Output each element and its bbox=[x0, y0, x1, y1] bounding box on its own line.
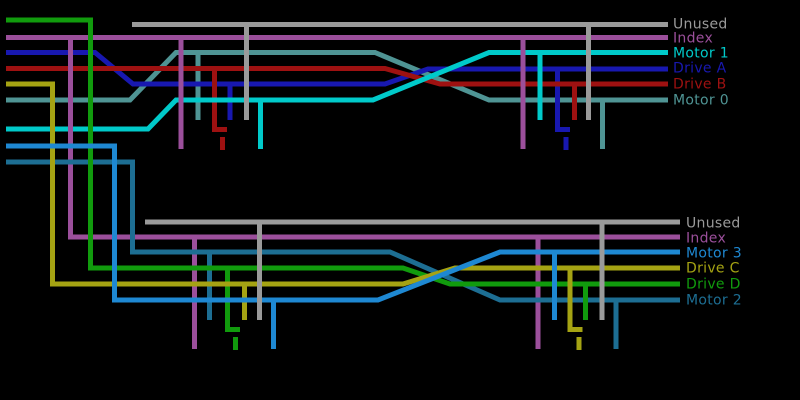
wire-segment bbox=[6, 66, 668, 87]
wire-segment bbox=[555, 69, 570, 132]
wire-motor-1-cable-a bbox=[6, 50, 668, 149]
label-cable-b-unused: Unused bbox=[686, 215, 741, 232]
wire-drive-c-cable-b bbox=[6, 81, 680, 350]
label-cable-b-drive-d: Drive D bbox=[686, 276, 741, 292]
wire-drive-b-cable-a bbox=[6, 66, 668, 150]
label-cable-b-index: Index bbox=[686, 230, 727, 246]
wire-index-cable-b bbox=[68, 37, 680, 349]
label-cable-b-motor-2: Motor 2 bbox=[686, 292, 742, 308]
wire-unused-cable-a bbox=[132, 22, 668, 120]
wire-segment bbox=[6, 159, 680, 303]
label-cable-a-motor-1: Motor 1 bbox=[673, 45, 729, 61]
label-cable-a-drive-a: Drive A bbox=[673, 60, 727, 77]
wire-motor-3-cable-b bbox=[6, 143, 680, 349]
label-cable-b-drive-c: Drive C bbox=[686, 260, 740, 277]
label-cable-a-index: Index bbox=[673, 30, 714, 46]
label-cable-a-motor-0: Motor 0 bbox=[673, 92, 729, 108]
label-cable-b-motor-3: Motor 3 bbox=[686, 245, 742, 261]
wire-segment bbox=[6, 50, 668, 103]
wire-segment bbox=[567, 268, 583, 332]
wire-segment bbox=[6, 50, 668, 132]
wire-segment bbox=[225, 268, 240, 332]
wire-segment bbox=[68, 37, 680, 240]
wire-drive-d-cable-b bbox=[6, 17, 680, 350]
wire-unused-cable-b bbox=[145, 219, 680, 320]
wire-segment bbox=[6, 81, 680, 287]
wire-segment bbox=[6, 17, 680, 287]
wire-segment bbox=[6, 143, 680, 303]
wire-index-cable-a bbox=[6, 35, 668, 149]
wire-segment bbox=[6, 50, 668, 87]
wire-motor-2-cable-b bbox=[6, 159, 680, 349]
label-cable-a-drive-b: Drive B bbox=[673, 76, 727, 92]
wire-segment bbox=[212, 68, 227, 132]
label-cable-a-unused: Unused bbox=[673, 16, 728, 32]
